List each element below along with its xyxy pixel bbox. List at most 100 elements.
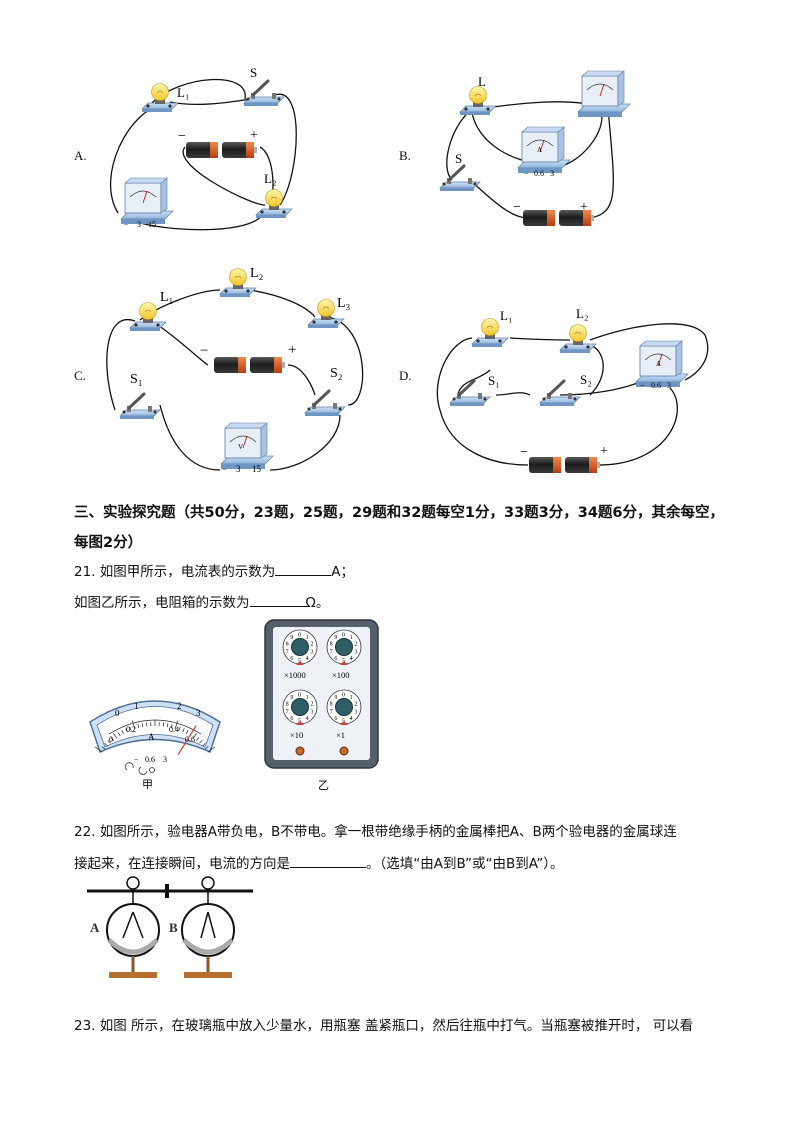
battery-plus: + [600, 444, 608, 459]
label-b: B [169, 920, 178, 935]
q22-blank[interactable] [290, 853, 366, 868]
ammeter-tick [178, 726, 181, 731]
dial-digit: 2 [310, 641, 313, 647]
option-a-label: A. [74, 148, 87, 163]
q21-blank-1[interactable] [275, 561, 332, 576]
dial-digit: 9 [290, 635, 293, 641]
dial-digit: 6 [334, 716, 337, 722]
q23-line1: 23. 如图 所示，在玻璃瓶中放入少量水，用瓶塞 盖紧瓶口，然后往瓶中打气。当瓶… [74, 1018, 694, 1034]
bottom-scale-0: 0 [109, 735, 113, 744]
dial-knob[interactable] [335, 698, 353, 716]
section-heading: 三、实验探究题（共50分，23题，25题，29题和32题每空1分，33题3分，3… [74, 505, 725, 551]
circuit-diagram-a: L₁ S − + L₂ − 3 15 [109, 65, 297, 231]
dial-digit: 4 [350, 716, 353, 722]
top-scale-2: 2 [177, 701, 182, 711]
circuit-diagram-d: L₁ L₂ A − 0.6 3 S₁ S₂ − + [436, 306, 709, 473]
dial-knob[interactable] [291, 638, 309, 656]
meter-terminal-15: 15 [252, 464, 262, 474]
q22-line2-prefix: 接起来，在连接瞬间，电流的方向是 [74, 856, 290, 872]
battery-plus: + [250, 128, 258, 143]
switch-s2 [538, 379, 582, 408]
q21-line1: 21. 如图甲所示，电流表的示数为 A； [74, 560, 354, 580]
lamp-l2 [255, 189, 293, 219]
dial-digit: 3 [354, 650, 357, 656]
multiplier-100: ×100 [332, 670, 350, 680]
ammeter-tick [192, 733, 197, 739]
dial-digit: 1 [306, 635, 309, 641]
lamp-l2-label: L₂ [576, 306, 588, 321]
battery-plus: + [288, 342, 296, 358]
label-a: A [90, 920, 100, 935]
meter-terminal-0.6: 0.6 [651, 381, 661, 390]
electroscope-a [106, 876, 160, 978]
ammeter-tick [202, 743, 206, 747]
ammeter-tick [166, 723, 169, 728]
dial-digit: 9 [290, 695, 293, 701]
switch-s2-label: S₂ [580, 372, 592, 387]
dial-knob[interactable] [335, 638, 353, 656]
dial-digit: 0 [342, 633, 345, 639]
ammeter-tick [137, 724, 140, 729]
dial-digit: 0 [298, 693, 301, 699]
dial-digit: 4 [306, 716, 309, 722]
switch-s-label: S [455, 151, 462, 166]
option-b-label: B. [399, 148, 411, 163]
switch-s [242, 79, 286, 108]
battery-minus: − [200, 343, 208, 359]
switch-s2-label: S₂ [330, 366, 343, 381]
q21-line1-prefix: 21. 如图甲所示，电流表的示数为 [74, 564, 276, 580]
bottom-scale-0.2: 0.2 [126, 725, 136, 734]
circuit-diagram-b: L A − 0.6 3 S − + [438, 70, 631, 226]
dial-digit: 4 [350, 656, 353, 662]
multiplier-1000: ×1000 [284, 670, 306, 680]
switch-s-label: S [250, 65, 257, 80]
battery-minus: − [513, 200, 521, 215]
caption-yi: 乙 [318, 779, 329, 792]
ammeter-tick [170, 724, 173, 729]
battery [186, 142, 257, 158]
meter-terminal-15: 15 [148, 220, 156, 229]
dial-digit: 6 [290, 716, 293, 722]
dial-digit: 1 [306, 695, 309, 701]
dial-digit: 6 [290, 656, 293, 662]
meter-unit: A [656, 360, 661, 368]
top-scale-3: 3 [196, 708, 201, 718]
q22-line1: 22. 如图所示，验电器A带负电，B不带电。拿一根带绝缘手柄的金属棒把A、B两个… [74, 824, 677, 840]
meter-unit: V [238, 443, 243, 451]
battery-minus: − [178, 129, 186, 144]
dial-digit: 7 [286, 710, 289, 716]
meter-terminal-minus: − [640, 381, 645, 390]
meter-terminal-3: 3 [550, 169, 554, 178]
lamp-l2-label: L₂ [264, 171, 276, 186]
terminal-3: 3 [163, 755, 167, 764]
dial-digit: 3 [310, 650, 313, 656]
q22-line2-suffix: 。（选填“由A到B”或“由B到A”）。 [366, 856, 564, 872]
lamp-l-label: L [478, 74, 486, 89]
q21-line2-suffix: Ω。 [305, 595, 330, 611]
dial-digit: 0 [342, 693, 345, 699]
meter-terminal-3: 3 [236, 464, 241, 474]
dial-knob[interactable] [291, 698, 309, 716]
ammeter-tick [121, 730, 125, 735]
q21-line1-suffix: A； [331, 564, 355, 580]
electroscope-b [181, 876, 235, 978]
dial-digit: 2 [310, 701, 313, 707]
battery [529, 457, 600, 473]
battery-minus: − [520, 445, 528, 460]
battery-plus: + [580, 200, 588, 215]
switch-s1 [118, 392, 162, 421]
meter-terminal-minus: − [222, 464, 227, 474]
switch-s2 [303, 389, 347, 418]
meter-terminal-3: 3 [667, 381, 671, 390]
bottom-scale-0.6: 0.6 [185, 735, 195, 744]
dial-digit: 1 [350, 695, 353, 701]
q21-blank-2[interactable] [249, 592, 306, 607]
ammeter-needle [177, 725, 197, 755]
meter-terminal-0.6: 0.6 [534, 169, 544, 178]
ammeter-top [577, 70, 631, 118]
switch-s1-label: S₁ [488, 373, 500, 388]
ammeter-tick [94, 746, 103, 753]
terminal-minus: − [134, 755, 139, 764]
multiplier-1: ×1 [336, 730, 345, 740]
